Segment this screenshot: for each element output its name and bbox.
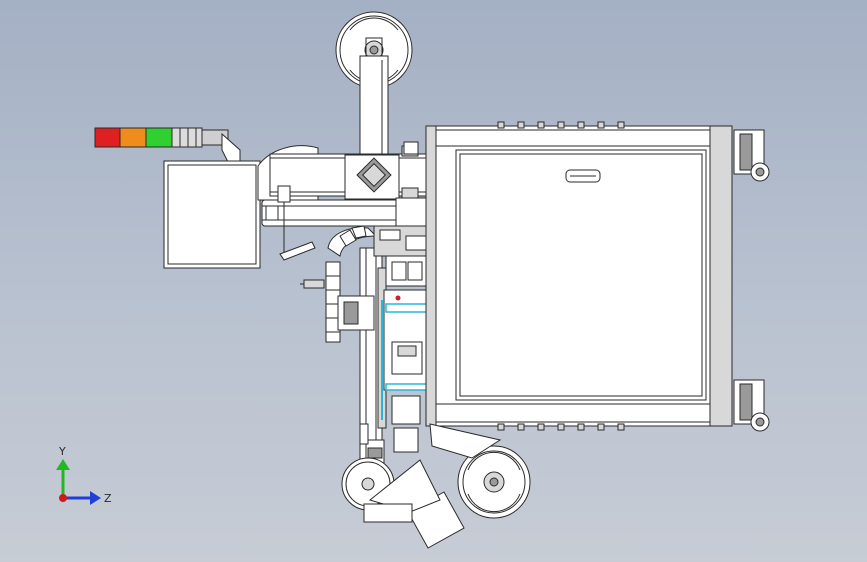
cable-drag-chain [325, 225, 378, 343]
tower-red-lamp [94, 127, 121, 148]
control-box[interactable] [163, 160, 261, 269]
tower-green-lamp [145, 127, 173, 148]
tower-base [171, 127, 203, 148]
signal-tower-light [94, 127, 229, 148]
reel-arm [359, 55, 389, 157]
right-bottom-reel[interactable] [457, 445, 531, 519]
reel-bracket [429, 423, 502, 459]
tower-orange-lamp [119, 127, 147, 148]
cabinet-door[interactable] [455, 149, 707, 401]
caster-wheel-top [733, 129, 770, 182]
tower-bracket [221, 132, 241, 163]
cabinet-vents-bottom [497, 423, 625, 431]
y-axis-label: Y [58, 445, 66, 458]
cabinet-vents-top [497, 121, 625, 129]
z-axis-label: Z [104, 492, 112, 505]
caster-wheel-bottom [733, 379, 770, 432]
link-arm [279, 241, 316, 261]
axis-triad: Y Z [56, 445, 112, 505]
sensor [303, 279, 325, 289]
